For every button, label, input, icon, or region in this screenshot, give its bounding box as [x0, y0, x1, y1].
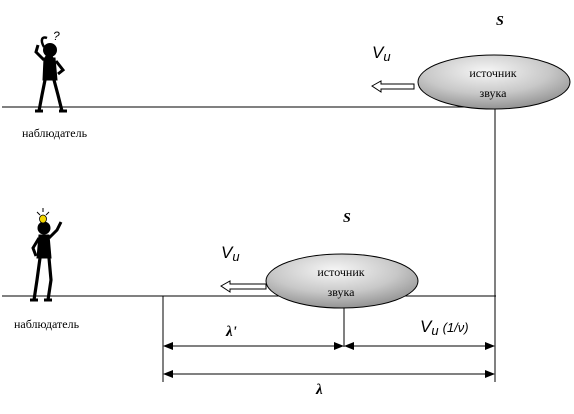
top-source-letter: S	[496, 14, 504, 29]
top-source-label-line2: звука	[480, 86, 508, 100]
bottom-velocity-arrow	[220, 280, 267, 293]
bottom-observer-label: наблюдатель	[14, 317, 80, 331]
bottom-source-letter: S	[343, 211, 351, 226]
observer-idea-figure	[30, 221, 63, 302]
lightbulb-icon	[36, 208, 50, 224]
bottom-source-label-line1: источник	[317, 265, 364, 279]
bottom-sound-source	[265, 253, 419, 309]
bottom-velocity-label: Vu	[221, 243, 240, 264]
top-velocity-arrow	[371, 80, 415, 93]
top-sound-source	[417, 54, 571, 110]
vu-dimension-label: Vu(1/ν)	[420, 317, 469, 338]
observer-question-mark: ?	[53, 29, 60, 43]
observer-confused-figure	[34, 36, 67, 113]
top-source-label-line1: источник	[469, 66, 516, 80]
top-velocity-label: Vu	[372, 43, 391, 64]
lambda-prime-label: λ'	[225, 324, 237, 340]
top-observer-label: наблюдатель	[22, 126, 88, 140]
bottom-source-label-line2: звука	[328, 285, 356, 299]
lambda-label: λ	[315, 382, 323, 398]
